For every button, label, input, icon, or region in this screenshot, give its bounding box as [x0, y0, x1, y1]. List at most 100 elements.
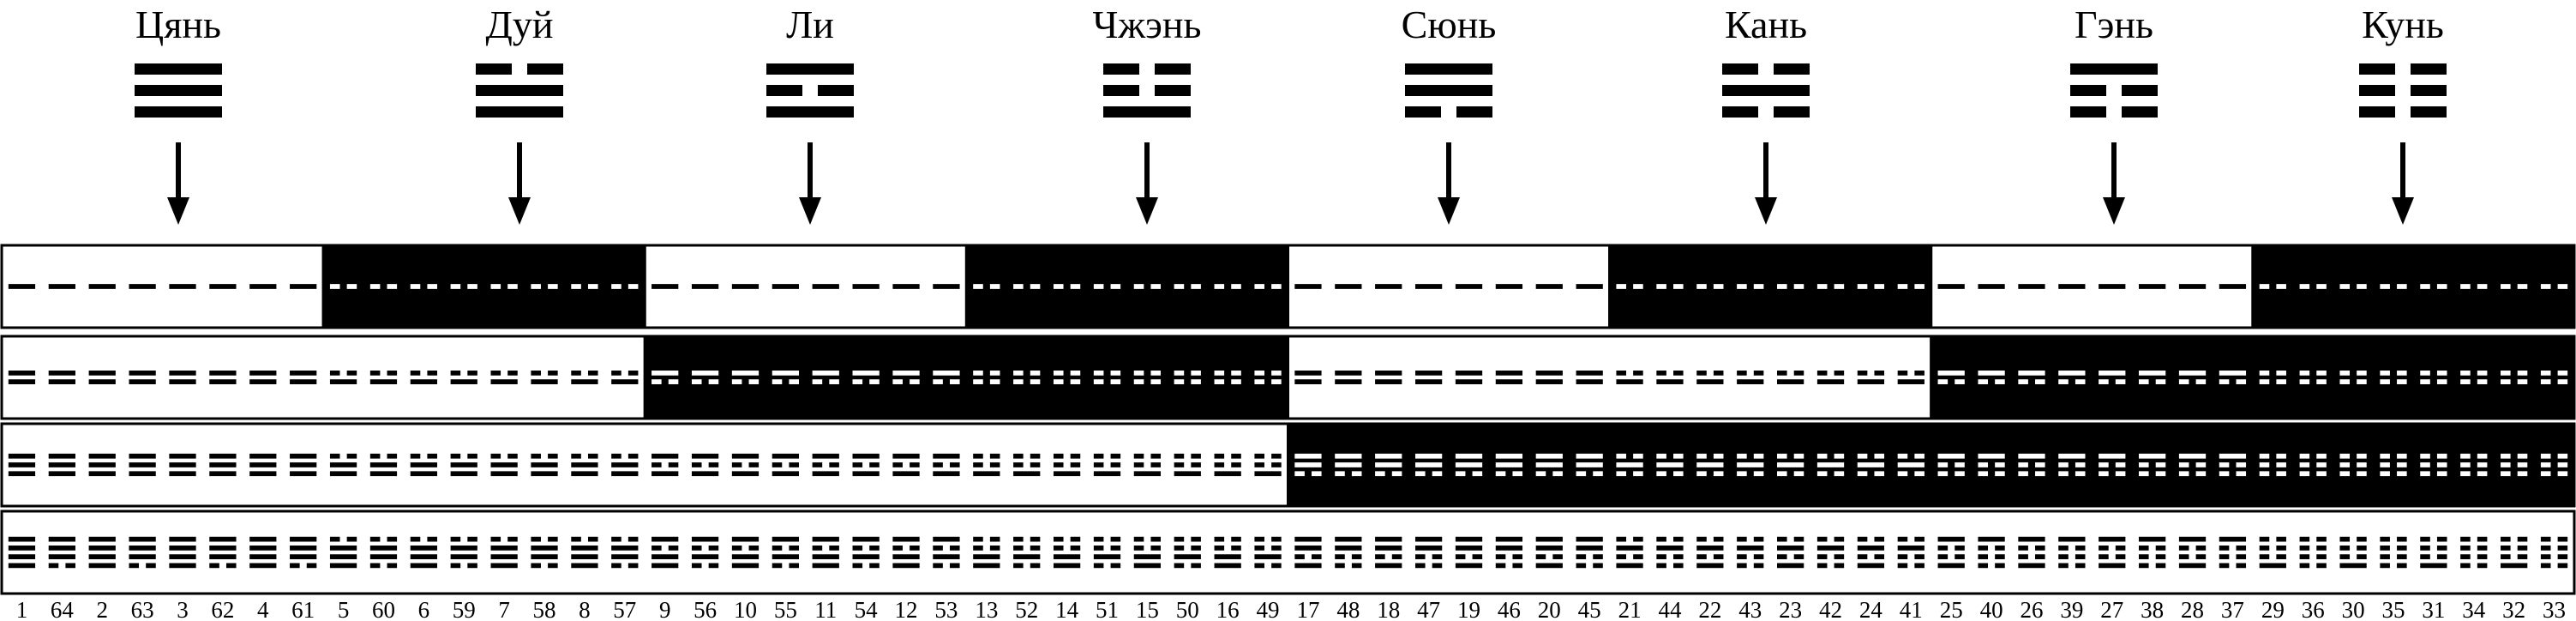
- light-block: [0, 509, 2576, 595]
- hexagram-number: 4: [257, 597, 269, 621]
- trigram-label: Дуй: [486, 3, 554, 46]
- hexagram-mark: [48, 371, 75, 384]
- down-arrow-icon: [508, 142, 531, 225]
- hexagram-mark: [1857, 371, 1885, 384]
- trigram-label: Ли: [786, 3, 834, 46]
- hexagram-number: 19: [1457, 597, 1480, 621]
- hexagram-mark: [933, 284, 960, 289]
- hexagram-number: 60: [372, 597, 395, 621]
- hexagram-number: 9: [659, 597, 671, 621]
- hexagram-mark: [731, 536, 760, 569]
- hexagram-mark: [2380, 536, 2407, 569]
- hexagram-mark: [1254, 284, 1282, 289]
- hexagram-number: 8: [579, 597, 591, 621]
- hexagram-number: 28: [2181, 597, 2204, 621]
- hexagram-mark: [2259, 453, 2286, 477]
- yang-line: [135, 85, 222, 96]
- hexagram-mark: [1013, 371, 1041, 384]
- hexagram-mark: [1897, 453, 1924, 477]
- hexagram-mark: [1335, 536, 1362, 569]
- hexagram-mark: [1013, 536, 1041, 569]
- hexagram-mark: [892, 536, 920, 569]
- hexagram-mark: [2178, 284, 2207, 289]
- hexagram-number: 13: [975, 597, 998, 621]
- hexagram-number: 5: [338, 597, 350, 621]
- hexagram-mark: [1093, 371, 1121, 384]
- hexagram-mark: [1133, 371, 1162, 384]
- hexagram-mark: [490, 536, 518, 569]
- hexagram-mark: [2501, 536, 2528, 569]
- yin-line: [2070, 85, 2106, 96]
- hexagram-number: 31: [2422, 597, 2445, 621]
- hexagram-mark: [1696, 536, 1724, 569]
- yin-line: [1774, 106, 1810, 118]
- hexagram-mark: [1414, 536, 1443, 569]
- hexagram-mark: [1737, 284, 1764, 289]
- hexagram-number: 1: [16, 597, 28, 621]
- hexagram-number: 59: [453, 597, 476, 621]
- hexagram-number: 42: [1819, 597, 1842, 621]
- hexagram-mark: [1294, 284, 1322, 289]
- hexagram-mark: [731, 453, 760, 477]
- hexagram-mark: [369, 284, 398, 289]
- hexagram-mark: [1414, 371, 1443, 384]
- yin-line: [2359, 106, 2395, 118]
- hexagram-mark: [852, 284, 880, 289]
- hexagram-number: 23: [1779, 597, 1802, 621]
- hexagram-mark: [2259, 371, 2286, 384]
- hexagram-mark: [2380, 284, 2407, 289]
- hexagram-mark: [2099, 453, 2126, 477]
- hexagram-mark: [2178, 453, 2207, 477]
- yang-line: [476, 106, 563, 118]
- hexagram-mark: [1214, 371, 1241, 384]
- yin-line: [1774, 63, 1810, 75]
- hexagram-mark: [973, 536, 1000, 569]
- hexagram-mark: [1978, 453, 2005, 477]
- hexagram-mark: [772, 536, 799, 569]
- trigram-symbol: [2070, 63, 2158, 118]
- hexagram-mark: [2420, 284, 2447, 289]
- hexagram-mark: [611, 453, 639, 477]
- hexagram-mark: [2299, 284, 2327, 289]
- hexagram-mark: [2339, 371, 2367, 384]
- hexagram-mark: [329, 536, 357, 569]
- hexagram-mark: [129, 536, 156, 569]
- hexagram-number: 24: [1859, 597, 1883, 621]
- hexagram-mark: [249, 284, 277, 289]
- hexagram-number: 33: [2543, 597, 2566, 621]
- yang-line: [2070, 63, 2158, 75]
- hexagram-mark: [290, 536, 317, 569]
- hexagram-mark: [209, 536, 237, 569]
- hexagram-mark: [571, 536, 598, 569]
- hexagram-mark: [2139, 536, 2166, 569]
- hexagram-mark: [209, 371, 237, 384]
- hexagram-mark: [369, 536, 398, 569]
- hexagram-mark: [1053, 371, 1081, 384]
- hexagram-number: 58: [533, 597, 556, 621]
- hexagram-mark: [2018, 536, 2045, 569]
- hexagram-number: 12: [895, 597, 918, 621]
- hexagram-mark: [1053, 284, 1081, 289]
- hexagram-number: 54: [855, 597, 879, 621]
- hexagram-number: 55: [774, 597, 797, 621]
- hexagram-mark: [2099, 536, 2126, 569]
- hexagram-mark: [1897, 536, 1924, 569]
- hexagram-mark: [1656, 453, 1684, 477]
- hexagram-row: [0, 509, 2576, 595]
- hexagram-mark: [410, 536, 437, 569]
- hexagram-number: 15: [1136, 597, 1159, 621]
- yang-line: [766, 106, 854, 118]
- hexagram-mark: [1816, 453, 1845, 477]
- hexagram-mark: [1214, 453, 1241, 477]
- hexagram-mark: [2420, 453, 2447, 477]
- hexagram-mark: [1053, 453, 1081, 477]
- hexagram-mark: [731, 284, 760, 289]
- hexagram-mark: [369, 453, 398, 477]
- hexagram-mark: [2540, 453, 2568, 477]
- yin-line: [2070, 106, 2106, 118]
- hexagram-number: 49: [1257, 597, 1280, 621]
- hexagram-mark: [2219, 536, 2247, 569]
- hexagram-mark: [772, 371, 799, 384]
